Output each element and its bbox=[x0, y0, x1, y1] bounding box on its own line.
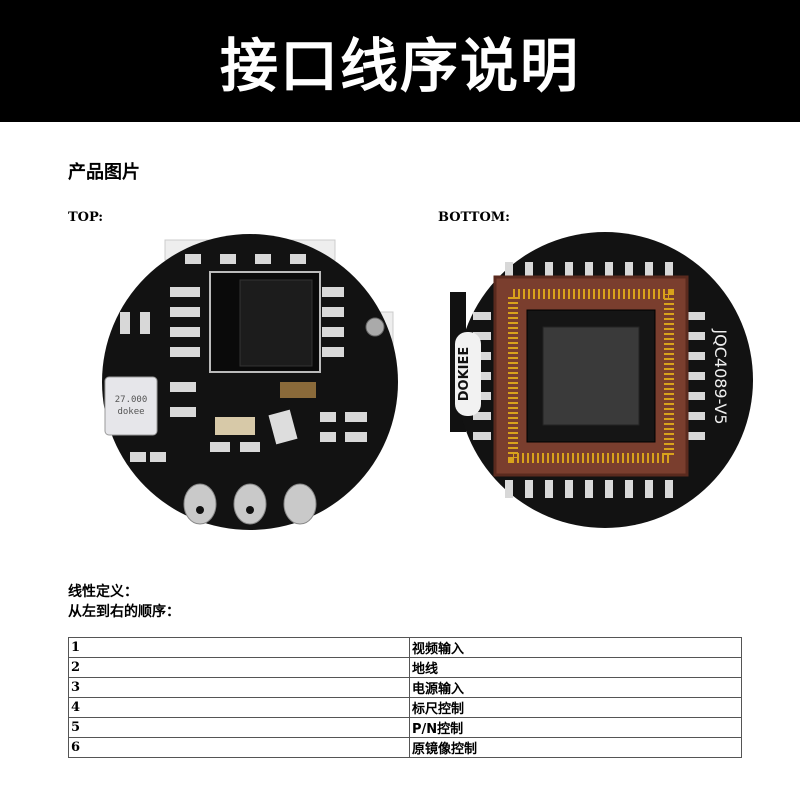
solder-pad-1 bbox=[183, 483, 217, 525]
pin-number: 4 bbox=[68, 697, 410, 718]
pin-number: 6 bbox=[68, 737, 410, 758]
pin-number: 1 bbox=[68, 637, 410, 658]
definition-line-2: 从左到右的顺序： bbox=[68, 604, 180, 620]
brand-label: DOKIEE bbox=[457, 347, 472, 402]
pin-number: 2 bbox=[68, 657, 410, 678]
pin-function: P/N控制 bbox=[409, 717, 742, 738]
solder-pad-2 bbox=[233, 483, 267, 525]
bottom-view-label: BOTTOM: bbox=[438, 210, 510, 225]
top-view-label: TOP: bbox=[68, 210, 104, 225]
table-row: 1 视频输入 bbox=[68, 637, 742, 658]
title-banner: 接口线序说明 bbox=[0, 0, 800, 122]
definition-line-1: 线性定义： bbox=[68, 584, 138, 600]
definition-heading: 线性定义： 从左到右的顺序： bbox=[68, 582, 180, 622]
model-label: JQC4089-V5 bbox=[711, 328, 730, 424]
table-row: 2 地线 bbox=[68, 657, 742, 678]
pin-table: 1 视频输入 2 地线 3 电源输入 4 标尺控制 5 P/N控制 6 原镜像控… bbox=[68, 637, 742, 758]
pin-number: 5 bbox=[68, 717, 410, 738]
bottom-board-image: DOKIEE JQC4089-V5 bbox=[450, 232, 753, 528]
section-title-product-images: 产品图片 bbox=[68, 162, 140, 183]
pin-function: 标尺控制 bbox=[409, 697, 742, 718]
pin-function: 视频输入 bbox=[409, 637, 742, 658]
table-row: 3 电源输入 bbox=[68, 677, 742, 698]
crystal-oscillator bbox=[104, 376, 158, 436]
table-row: 4 标尺控制 bbox=[68, 697, 742, 718]
crystal-brand-label: dokee bbox=[117, 407, 144, 417]
table-row: 6 原镜像控制 bbox=[68, 737, 742, 758]
pin-function: 电源输入 bbox=[409, 677, 742, 698]
pin-function: 原镜像控制 bbox=[409, 737, 742, 758]
top-board-image: 27.000 dokee bbox=[102, 234, 398, 530]
table-row: 5 P/N控制 bbox=[68, 717, 742, 738]
pin-number: 3 bbox=[68, 677, 410, 698]
solder-pad-3 bbox=[283, 483, 317, 525]
crystal-freq-label: 27.000 bbox=[115, 395, 148, 405]
pin-function: 地线 bbox=[409, 657, 742, 678]
page-title: 接口线序说明 bbox=[219, 32, 580, 100]
brand-logo bbox=[455, 332, 481, 416]
